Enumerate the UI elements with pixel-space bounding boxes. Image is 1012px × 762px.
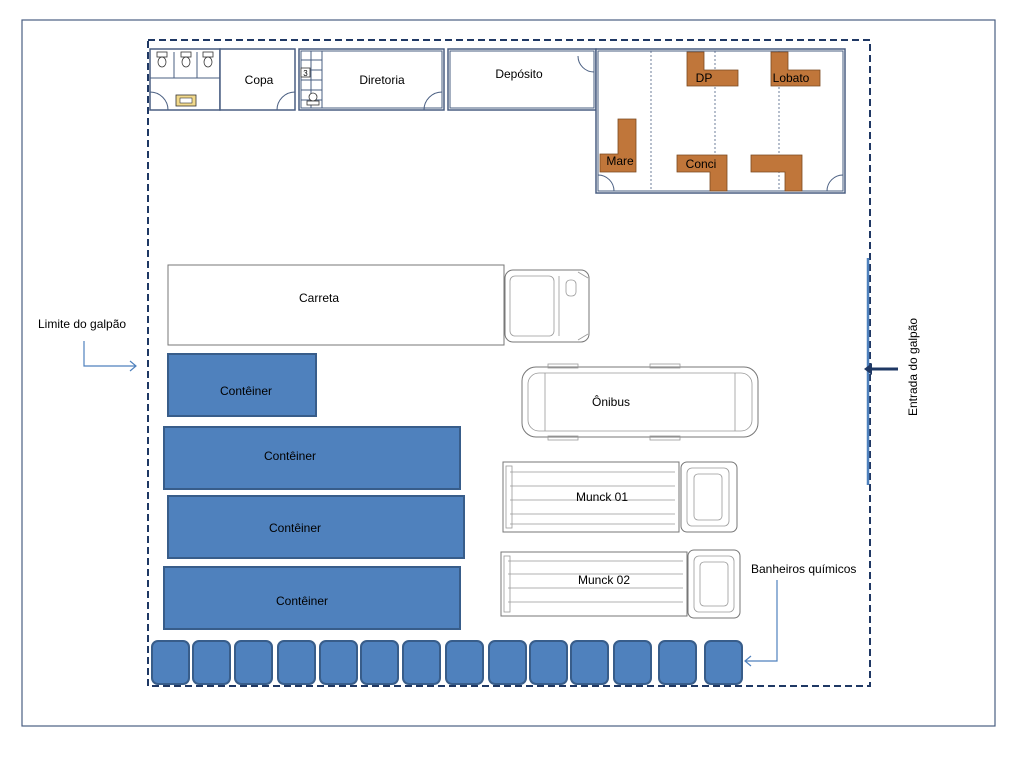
door-arc [597,174,615,192]
chemical-toilet [402,640,441,685]
chemical-toilet [234,640,273,685]
chemical-toilet [613,640,652,685]
label-munck-02: Munck 02 [578,573,630,587]
label-mare: Mare [606,154,634,168]
desk-unnamed [750,154,803,192]
chemical-toilet [277,640,316,685]
onibus-vehicle: Ônibus [521,363,759,441]
label-container: Contêiner [269,521,321,535]
chemical-toilets-row [151,640,743,685]
label-onibus: Ônibus [592,394,630,409]
arrow-line [83,341,136,367]
label-container: Contêiner [264,449,316,463]
desk-conci: Conci [676,154,728,192]
bathroom-room [149,48,221,111]
arrow-head [129,360,137,372]
chemical-toilet [445,640,484,685]
container-1: Contêiner [167,353,317,417]
label-container: Contêiner [276,594,328,608]
chemical-toilet [704,640,743,685]
label-dp: DP [696,71,713,85]
container-3: Contêiner [167,495,465,559]
label-entrada: Entrada do galpão [906,318,920,416]
container-2: Contêiner [163,426,461,490]
chemical-toilet [529,640,568,685]
arrow-head [744,655,752,667]
door-arc [276,91,296,111]
outer-frame [21,19,996,727]
chemical-toilet [360,640,399,685]
chemical-toilet [658,640,697,685]
container-4: Contêiner [163,566,461,630]
copa-room: Copa [219,48,296,111]
entrada-annotation: Entrada do galpão [864,258,920,485]
door-arc [577,55,595,73]
label-lobato: Lobato [773,71,810,85]
chemical-toilet [151,640,190,685]
label-carreta: Carreta [299,291,339,305]
munck-01-vehicle: Munck 01 [502,461,738,533]
truck-cab-icon [504,269,590,343]
toilet-icon [180,51,192,68]
desk-icon: 3 [300,67,311,78]
door-arc [423,91,443,111]
label-container: Contêiner [220,384,272,398]
label-deposito: Depósito [495,67,543,81]
chemical-toilet [570,640,609,685]
label-limite: Limite do galpão [38,317,126,331]
toilet-icon [202,51,214,68]
munck-02-vehicle: Munck 02 [500,549,741,619]
label-munck-01: Munck 01 [576,490,628,504]
diretoria-room: 3 Diretoria [298,48,445,111]
sink-icon [175,94,197,107]
desk-mare: Mare [599,118,637,173]
label-conci: Conci [686,157,717,171]
carreta-vehicle: Carreta [167,264,590,346]
chemical-toilet [192,640,231,685]
label-copa: Copa [245,73,274,87]
arrow-line [745,580,778,662]
toilet-icon [156,51,168,68]
label-diretoria: Diretoria [359,73,405,87]
chair-icon [306,92,320,106]
entrance-arrow-head [864,363,872,375]
door-arc [826,174,844,192]
desk-dp: DP [686,51,739,87]
warehouse-boundary [147,39,871,687]
svg-text:3: 3 [303,69,308,78]
chemical-toilet [488,640,527,685]
deposito-room: Depósito [447,48,597,111]
chemical-toilet [319,640,358,685]
limite-annotation: Limite do galpão [38,317,137,372]
office-area: DP Lobato Mare Conci [595,48,846,194]
desk-lobato: Lobato [770,51,821,87]
label-banheiros: Banheiros químicos [751,562,856,576]
banheiros-annotation: Banheiros químicos [744,562,856,667]
door-arc [149,91,169,111]
